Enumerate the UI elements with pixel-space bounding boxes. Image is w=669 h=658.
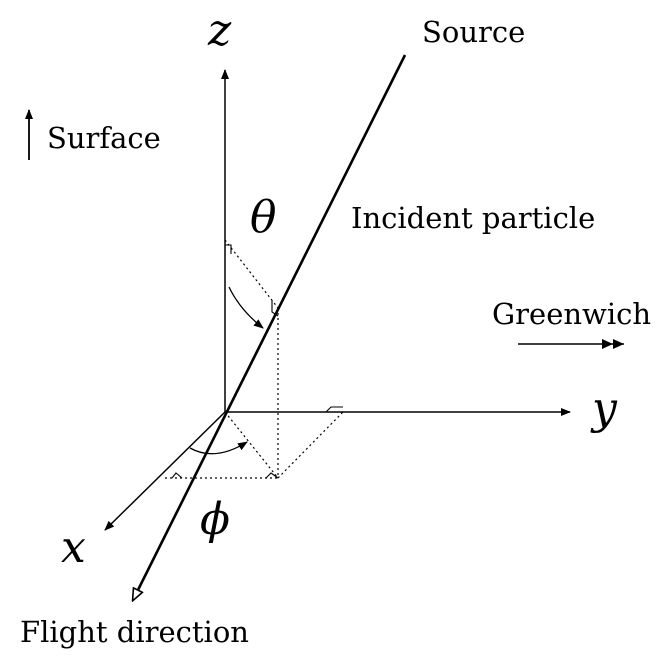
y-axis-label: y: [590, 383, 618, 434]
surface-label: Surface: [47, 121, 161, 155]
right-angle-markers: [171, 244, 343, 479]
phi-label: ϕ: [200, 494, 230, 545]
x-axis-line: [104, 411, 226, 531]
theta-label: θ: [250, 192, 277, 243]
phi-arc: [189, 441, 248, 455]
incident-particle-line: [133, 54, 407, 600]
incident-particle-label: Incident particle: [351, 201, 595, 235]
projection-lines: [165, 239, 344, 479]
flight-direction-label: Flight direction: [20, 615, 249, 649]
greenwich-label: Greenwich: [492, 297, 651, 331]
theta-arc: [228, 286, 264, 329]
z-axis-label: z: [207, 5, 232, 56]
source-label: Source: [422, 15, 525, 49]
x-axis-label: x: [61, 522, 86, 573]
